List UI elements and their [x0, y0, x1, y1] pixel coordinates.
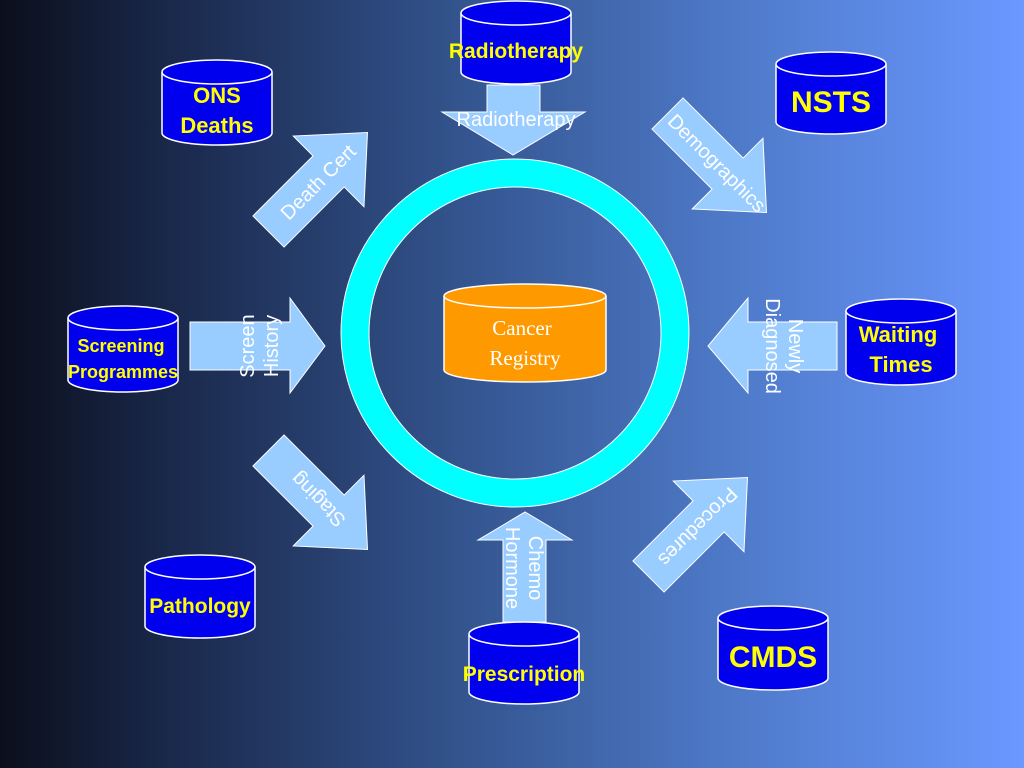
arrow-screen-history: Screen History [189, 296, 326, 395]
database-nsts-label: NSTS [791, 86, 871, 119]
arrow-radiotherapy: Radiotherapy [440, 84, 587, 156]
arrow-newly-diagnosed-label-2: Diagnosed [761, 298, 783, 394]
database-screening-label-1: Screening [77, 336, 164, 356]
central-ring [341, 159, 689, 507]
arrow-procedures: Procedures [632, 476, 749, 593]
ring-inner-edge [368, 186, 662, 480]
database-pathology-label: Pathology [149, 595, 251, 618]
ring-outer-edge [340, 158, 690, 508]
database-cmds-label: CMDS [729, 641, 817, 674]
database-pathology: Pathology [144, 554, 256, 639]
arrow-chemo-hormone: Chemo Hormone [476, 511, 574, 623]
database-waiting-times: Waiting Times [845, 298, 957, 386]
arrow-chemo-hormone-label-1: Chemo [524, 536, 546, 600]
arrow-screen-history-label-2: History [261, 315, 283, 377]
arrow-newly-diagnosed-label-1: Newly [784, 319, 806, 373]
arrow-staging: Staging [252, 434, 369, 551]
database-nsts: NSTS [775, 51, 887, 135]
database-radiotherapy-label: Radiotherapy [449, 40, 584, 63]
database-ons-deaths-label-1: ONS [193, 83, 241, 108]
database-prescription-label: Prescription [463, 663, 586, 686]
database-ons-deaths-label-2: Deaths [180, 113, 253, 138]
database-screening-programmes: Screening Programmes [67, 305, 179, 393]
arrow-screen-history-label-1: Screen [237, 314, 259, 377]
database-cmds: CMDS [717, 605, 829, 691]
database-radiotherapy: Radiotherapy [449, 0, 584, 85]
database-screening-label-2: Programmes [68, 362, 178, 382]
database-waiting-times-label-2: Times [869, 352, 932, 377]
arrow-radiotherapy-label: Radiotherapy [457, 109, 576, 131]
arrow-chemo-hormone-label-2: Hormone [501, 527, 523, 609]
cancer-registry-database: Cancer Registry [443, 283, 607, 383]
database-ons-deaths: ONS Deaths [161, 59, 273, 146]
arrow-newly-diagnosed: Newly Diagnosed [707, 296, 838, 395]
registry-label-line2: Registry [489, 346, 561, 370]
database-waiting-times-label-1: Waiting [859, 322, 938, 347]
database-prescription: Prescription [463, 621, 586, 705]
registry-label-line1: Cancer [492, 316, 551, 340]
